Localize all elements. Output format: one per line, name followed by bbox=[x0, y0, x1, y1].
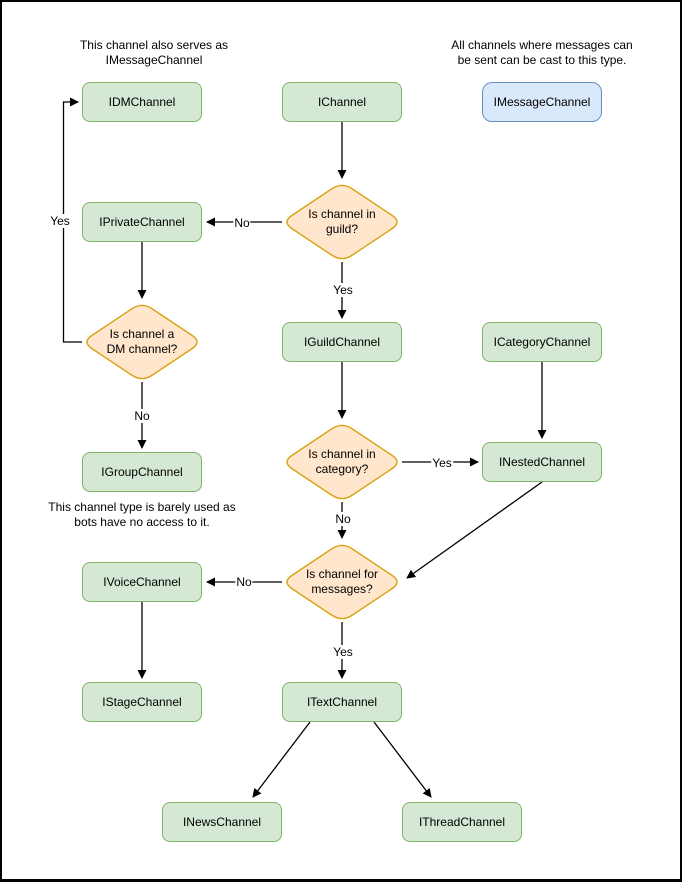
decision-in-category-shape bbox=[286, 424, 398, 500]
edge-label-guild-yes: Yes bbox=[332, 283, 354, 297]
decision-is-dm-label: Is channel a DM channel? bbox=[106, 327, 178, 356]
node-itextchannel: ITextChannel bbox=[282, 682, 402, 722]
edge-label-messages-no: No bbox=[235, 575, 253, 589]
node-inewschannel: INewsChannel bbox=[162, 802, 282, 842]
edge-inestedchannel-to-messages-decision bbox=[406, 481, 543, 579]
annotation-group-note: This channel type is barely used as bots… bbox=[48, 500, 236, 529]
edge-label-dm-no: No bbox=[133, 409, 151, 423]
node-idmchannel: IDMChannel bbox=[82, 82, 202, 122]
node-ivoicechannel: IVoiceChannel bbox=[82, 562, 202, 602]
decision-in-guild-label: Is channel in guild? bbox=[308, 207, 376, 236]
node-iguildchannel: IGuildChannel bbox=[282, 322, 402, 362]
node-icategorychannel: ICategoryChannel bbox=[482, 322, 602, 362]
node-igroupchannel: IGroupChannel bbox=[82, 452, 202, 492]
node-istagechannel: IStageChannel bbox=[82, 682, 202, 722]
edge-label-category-no: No bbox=[334, 512, 352, 526]
annotation-dm-note: This channel also serves as IMessageChan… bbox=[79, 38, 229, 67]
node-ithreadchannel: IThreadChannel bbox=[402, 802, 522, 842]
decision-in-guild-shape bbox=[286, 184, 398, 260]
annotation-message-note: All channels where messages can be sent … bbox=[451, 38, 633, 67]
decision-is-dm-shape bbox=[86, 304, 198, 380]
decision-for-messages-label: Is channel for messages? bbox=[305, 567, 379, 596]
edge-label-category-yes: Yes bbox=[431, 456, 453, 470]
node-ichannel: IChannel bbox=[282, 82, 402, 122]
edge-label-dm-yes: Yes bbox=[49, 214, 71, 228]
edge-label-messages-yes: Yes bbox=[332, 645, 354, 659]
node-iprivatechannel: IPrivateChannel bbox=[82, 202, 202, 242]
node-imessagechannel: IMessageChannel bbox=[482, 82, 602, 122]
edge-itextchannel-to-ithreadchannel bbox=[373, 721, 432, 798]
decision-in-category-label: Is channel in category? bbox=[308, 447, 376, 476]
edge-label-guild-no: No bbox=[233, 216, 251, 230]
decision-for-messages-shape bbox=[286, 544, 398, 620]
edge-itextchannel-to-inewschannel bbox=[252, 721, 311, 798]
node-inestedchannel: INestedChannel bbox=[482, 442, 602, 482]
